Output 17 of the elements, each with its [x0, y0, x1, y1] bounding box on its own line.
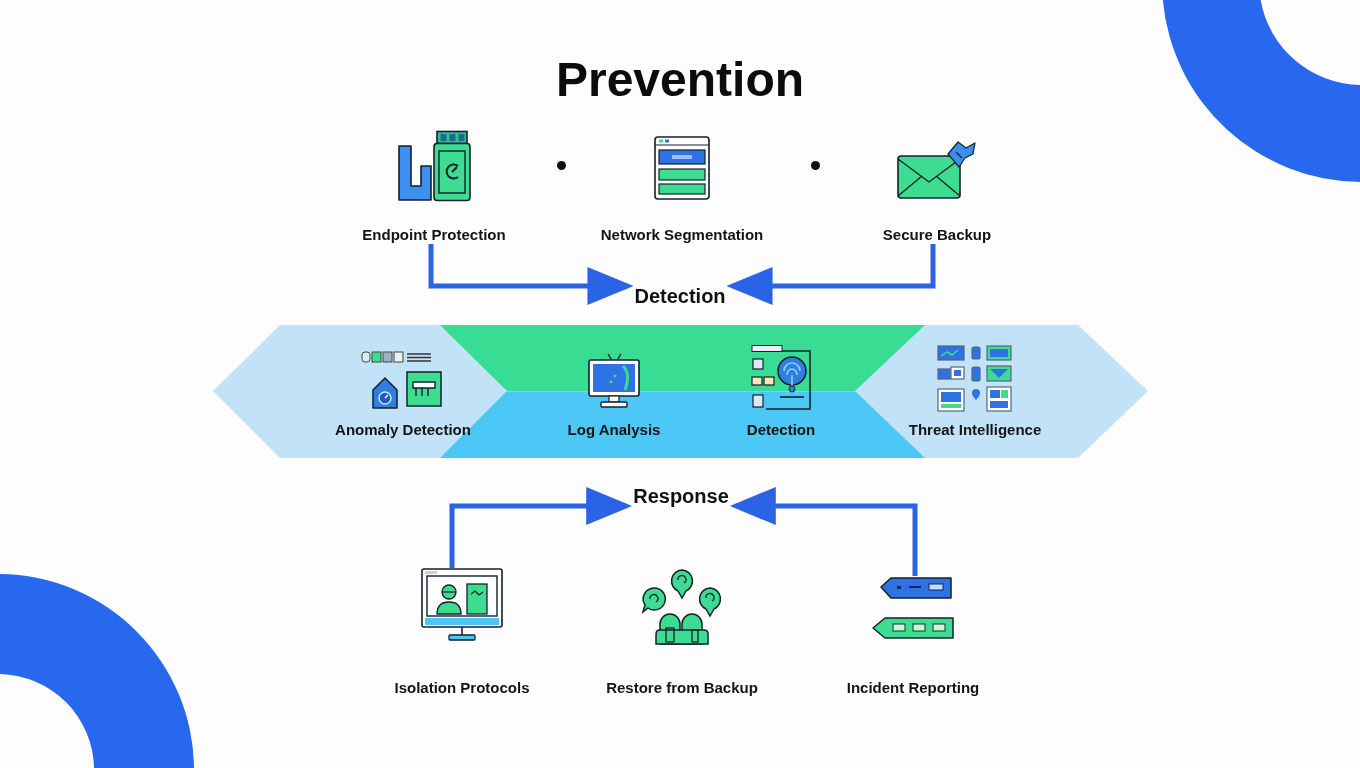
section-heading: Detection [634, 284, 726, 308]
title: Prevention [555, 52, 805, 108]
item-label: Restore from Backup [606, 679, 758, 697]
section-heading: Response [633, 484, 729, 508]
item-label: Anomaly Detection [335, 421, 471, 439]
item-label: Detection [746, 421, 816, 439]
item-label: Network Segmentation [600, 226, 764, 244]
arrow [729, 487, 918, 576]
arrow [449, 487, 633, 568]
arrow [726, 244, 936, 305]
item-label: Threat Intelligence [908, 421, 1042, 439]
item-label: Isolation Protocols [394, 679, 530, 697]
item-label: Log Analysis [567, 421, 661, 439]
item-label: Endpoint Protection [362, 226, 506, 244]
arrow [428, 244, 634, 305]
item-label: Secure Backup [882, 226, 992, 244]
item-label: Incident Reporting [846, 679, 980, 697]
